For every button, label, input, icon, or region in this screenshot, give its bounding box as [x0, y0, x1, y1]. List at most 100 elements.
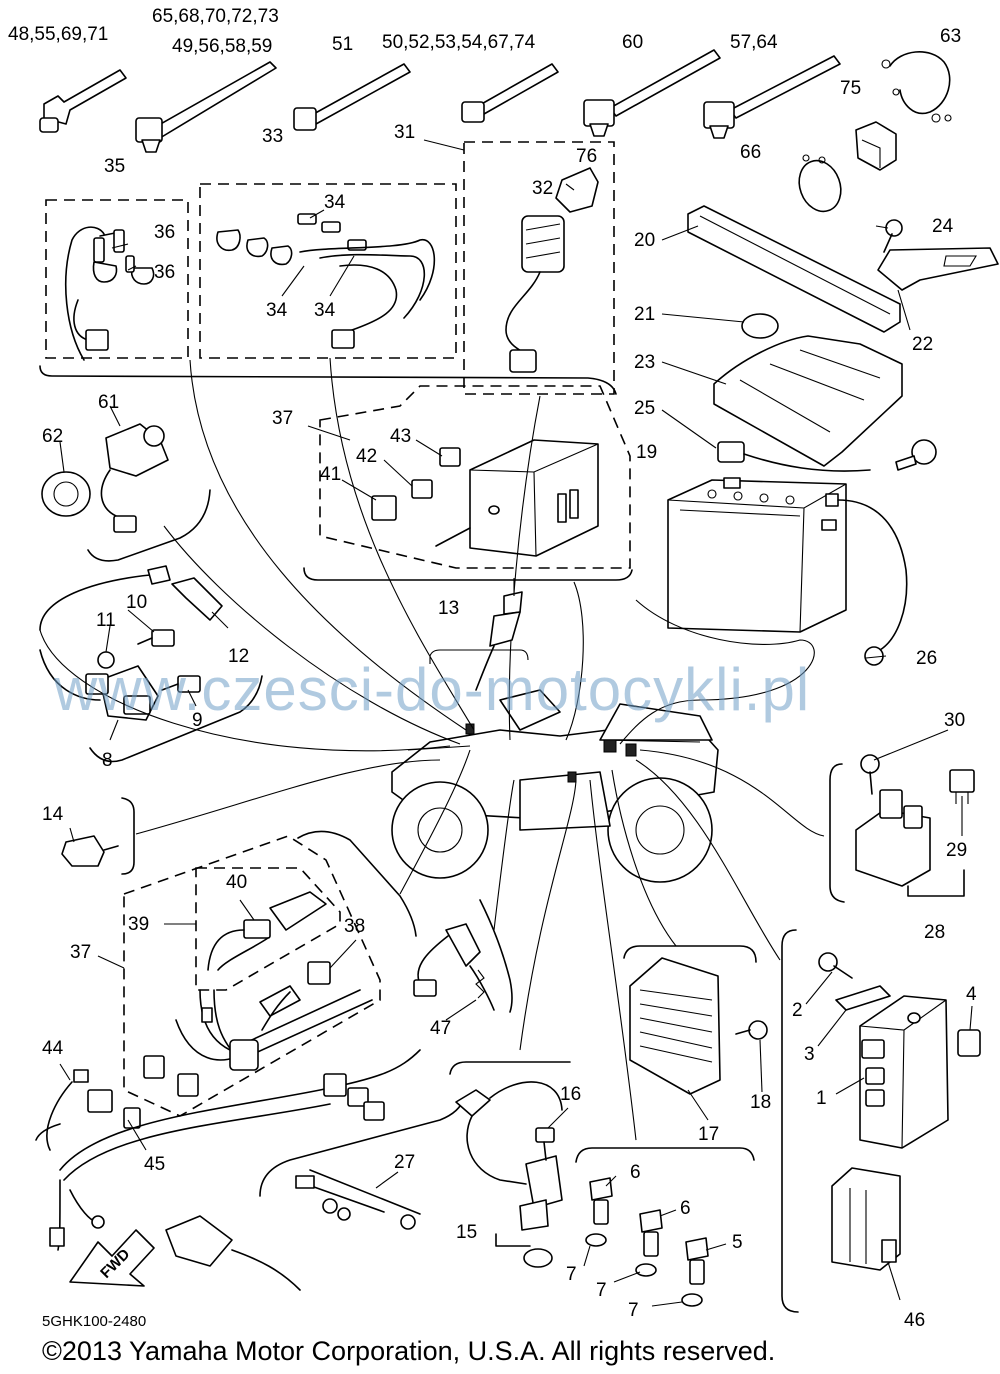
label-14: 14: [42, 804, 64, 825]
label-3: 3: [804, 1044, 815, 1065]
label-27: 27: [394, 1152, 415, 1173]
cable-tie-50: [461, 63, 559, 123]
leader-1: [635, 759, 781, 961]
label-36a: 36: [154, 222, 175, 243]
label-25: 25: [634, 398, 655, 419]
leader-8: [39, 629, 451, 752]
label-42: 42: [356, 446, 377, 467]
label-34c: 34: [314, 300, 336, 321]
label-2: 2: [792, 1000, 803, 1021]
starter-relay-28: [855, 789, 931, 887]
watermark: www.czesci-do-motocykli.pl: [53, 656, 810, 723]
label-34a: 34: [324, 192, 346, 213]
label-c5: 50,52,53,54,67,74: [382, 32, 536, 53]
bracket-line-6: [575, 1147, 755, 1163]
label-30: 30: [944, 710, 965, 731]
connector-38: [307, 961, 331, 985]
label-23: 23: [634, 352, 655, 373]
sensor-47: [413, 923, 495, 1011]
label-47: 47: [430, 1018, 451, 1039]
socket-61: [100, 423, 169, 533]
bracket-line-37: [303, 567, 633, 581]
wire-harness-45: [35, 1049, 421, 1181]
label-38: 38: [344, 916, 365, 937]
leader-17: [611, 769, 677, 947]
label-c2: 65,68,70,72,73: [152, 6, 279, 27]
label-c1: 48,55,69,71: [8, 24, 108, 45]
bracket-line-14: [121, 797, 135, 875]
sensor-14: [61, 835, 119, 867]
label-75: 75: [840, 78, 861, 99]
wire-clip-63: [881, 51, 952, 123]
bracket-line-39: [297, 830, 417, 937]
nut-62: [41, 471, 91, 517]
fuse-41: [371, 495, 397, 521]
bracket-line-13: [429, 649, 529, 664]
band-66: [798, 154, 842, 213]
main-switch-32: [505, 167, 599, 373]
cushion-21: [741, 313, 779, 339]
label-37b: 37: [70, 942, 91, 963]
label-7a: 7: [566, 1264, 577, 1285]
cable-tie-49: [135, 61, 277, 153]
bulb-holder-35: [64, 226, 155, 361]
group-33-box: [199, 183, 457, 359]
group-37-box: [319, 385, 631, 569]
cable-tie-60: [583, 49, 721, 137]
bracket-line: [39, 365, 617, 395]
thermo-switch-13: [475, 591, 523, 691]
leader-33: [329, 357, 475, 731]
battery-19: [667, 477, 847, 633]
bracket-28: [907, 869, 965, 897]
label-19: 19: [636, 442, 657, 463]
label-44: 44: [42, 1038, 64, 1059]
label-33: 33: [262, 126, 283, 147]
atv-vehicle: [391, 689, 719, 883]
label-34b: 34: [266, 300, 288, 321]
washer-7a: [585, 1233, 607, 1247]
label-1: 1: [816, 1088, 827, 1109]
cable-tie-57: [703, 55, 841, 139]
group-35-box: [45, 199, 189, 359]
label-28: 28: [924, 922, 945, 943]
label-6b: 6: [680, 1198, 691, 1219]
bulb-harness-33: [216, 213, 436, 349]
washer-7c: [681, 1293, 703, 1307]
label-62: 62: [42, 426, 63, 447]
clamp-75: [855, 121, 897, 171]
label-41: 41: [320, 464, 341, 485]
battery-lead-26: [825, 493, 908, 666]
label-c7: 57,64: [730, 32, 778, 53]
bolt-18: [735, 1020, 768, 1040]
leader-14: [135, 759, 441, 835]
label-c3: 49,56,58,59: [172, 36, 272, 57]
battery-band-20: [687, 205, 901, 333]
group-37b-box: [123, 835, 381, 1117]
label-13: 13: [438, 598, 459, 619]
label-10: 10: [126, 592, 147, 613]
label-c4: 51: [332, 34, 353, 55]
bracket-line-47: [479, 899, 513, 1013]
group-31-box: [463, 141, 615, 395]
battery-cable-27: [295, 1169, 421, 1230]
bracket-15: [495, 1233, 531, 1247]
fuse-43: [439, 447, 461, 467]
fwd-arrow: [69, 1229, 155, 1287]
label-35: 35: [104, 156, 125, 177]
bolt-30: [860, 754, 880, 795]
switch-5: [685, 1237, 709, 1285]
label-21: 21: [634, 304, 655, 325]
leader-28: [639, 749, 825, 837]
bracket-line-61: [87, 489, 211, 562]
label-7b: 7: [596, 1280, 607, 1301]
leader-47: [493, 779, 515, 931]
label-36b: 36: [154, 262, 175, 283]
label-66: 66: [740, 142, 761, 163]
bracket-line-1: [781, 929, 799, 1313]
label-31: 31: [394, 122, 415, 143]
label-40: 40: [226, 872, 247, 893]
switch-6b: [639, 1209, 663, 1257]
label-9: 9: [192, 710, 203, 731]
label-12: 12: [228, 646, 249, 667]
